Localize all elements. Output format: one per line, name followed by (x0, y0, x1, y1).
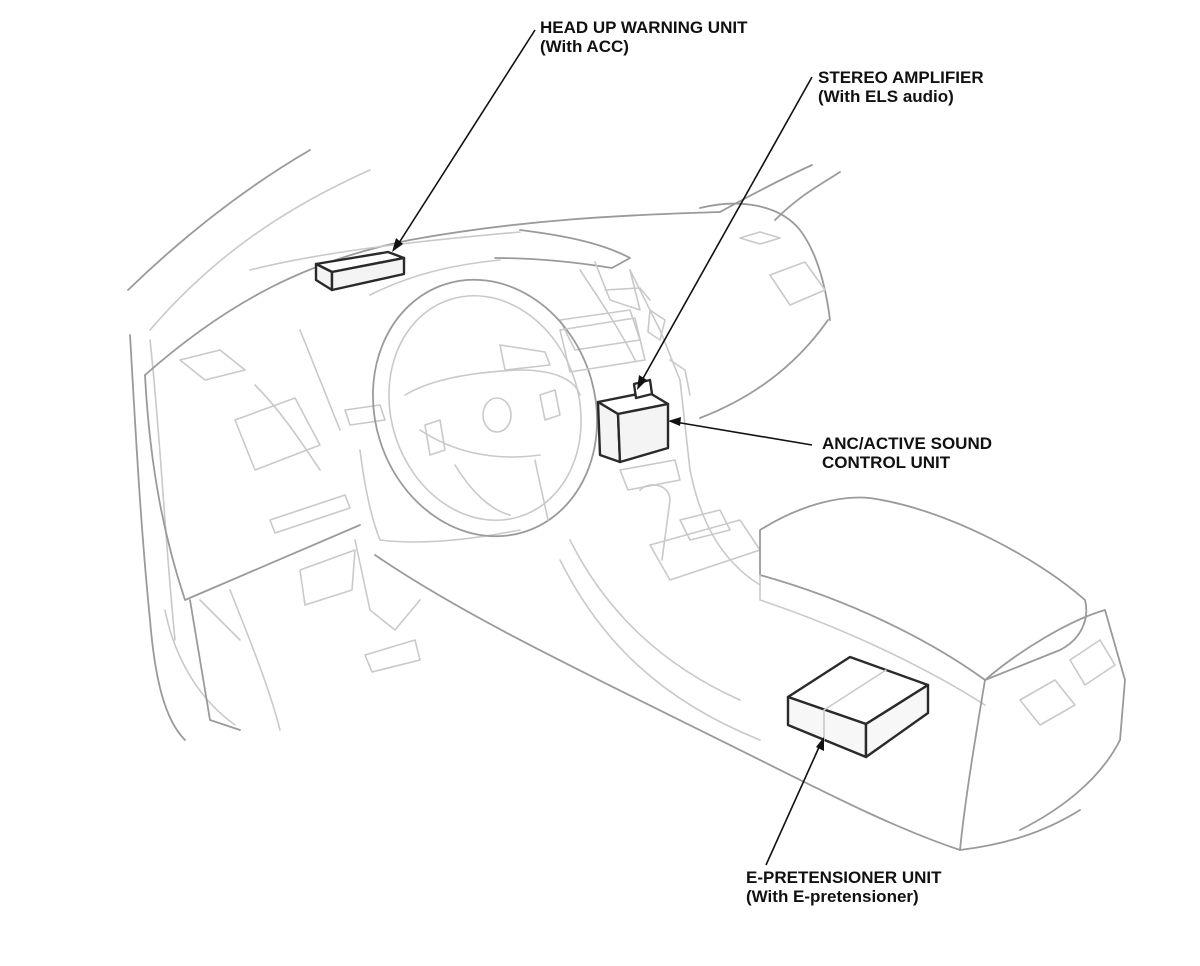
leader-e-pretensioner (765, 744, 821, 866)
callout-e-pretensioner-line2: (With E-pretensioner) (746, 887, 919, 906)
anc-active-sound-control-unit-box (596, 378, 670, 464)
left-dashboard-panel (144, 329, 421, 731)
arrowhead-e-pretensioner (816, 737, 824, 751)
leader-lines (392, 29, 824, 866)
leader-anc-unit (674, 421, 813, 446)
callout-anc-active-sound-control-unit: ANC/ACTIVE SOUND CONTROL UNIT (822, 434, 992, 472)
armrest (759, 496, 1088, 706)
center-console (374, 484, 761, 761)
instrument-cluster-hood (369, 229, 651, 361)
arrowhead-anc (668, 417, 681, 426)
rear-console (959, 609, 1126, 851)
callout-e-pretensioner-line1: E-PRETENSIONER UNIT (746, 868, 942, 887)
steering-column (344, 404, 521, 543)
callout-anc-line2: CONTROL UNIT (822, 453, 951, 472)
floor-line (199, 599, 961, 851)
callout-head-up-line2: (With ACC) (540, 37, 629, 56)
head-up-warning-unit-box (314, 250, 406, 292)
callout-head-up-line1: HEAD UP WARNING UNIT (540, 18, 748, 37)
callout-anc-line1: ANC/ACTIVE SOUND (822, 434, 993, 453)
center-stack (559, 269, 761, 586)
leader-head-up-warning-unit (396, 29, 536, 247)
steering-wheel (372, 278, 598, 538)
callout-stereo-line1: STEREO AMPLIFIER (818, 68, 984, 87)
dashboard-top-outline (144, 164, 841, 419)
leader-stereo-amplifier (640, 76, 813, 383)
callout-head-up-warning-unit: HEAD UP WARNING UNIT (With ACC) (540, 18, 747, 56)
arrowhead-head-up (392, 238, 403, 252)
callout-stereo-amplifier: STEREO AMPLIFIER (With ELS audio) (818, 68, 984, 106)
arrowhead-stereo (637, 375, 647, 390)
a-pillar-outline (127, 149, 371, 741)
callout-stereo-line2: (With ELS audio) (818, 87, 954, 106)
callout-e-pretensioner-unit: E-PRETENSIONER UNIT (With E-pretensioner… (746, 868, 942, 906)
e-pretensioner-unit-box (786, 655, 930, 759)
